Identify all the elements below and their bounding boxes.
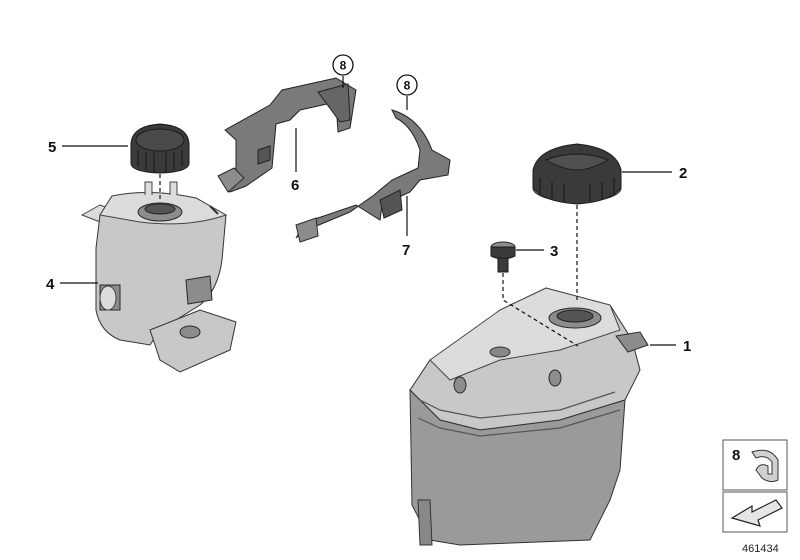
clip-icon xyxy=(751,449,779,483)
callout-2: 2 xyxy=(679,165,687,182)
part-1-expansion-tank xyxy=(409,287,649,546)
callout-3: 3 xyxy=(550,243,558,260)
part-2-large-cap xyxy=(532,143,622,205)
callout-7: 7 xyxy=(402,242,410,259)
diagram-id: 461434 xyxy=(742,543,779,555)
arrow-icon xyxy=(730,499,783,527)
svg-text:8: 8 xyxy=(340,59,347,73)
part-4-expansion-tank xyxy=(80,181,237,373)
callout-1: 1 xyxy=(683,338,691,355)
circled-callout-8a: 8 xyxy=(332,54,354,76)
part-3-screw xyxy=(490,241,516,273)
assembly-line-screw xyxy=(502,273,579,347)
svg-text:8: 8 xyxy=(404,79,411,93)
legend-arrow-box xyxy=(722,491,788,533)
part-7-bracket xyxy=(295,109,451,243)
circled-callout-8b: 8 xyxy=(396,74,418,96)
callout-6: 6 xyxy=(291,177,299,194)
legend-clip-box: 8 xyxy=(722,439,788,491)
legend-number: 8 xyxy=(732,447,740,464)
callout-4: 4 xyxy=(46,276,55,293)
part-6-bracket xyxy=(217,77,357,193)
callout-5: 5 xyxy=(48,139,56,156)
part-5-reservoir-cap xyxy=(130,123,190,174)
